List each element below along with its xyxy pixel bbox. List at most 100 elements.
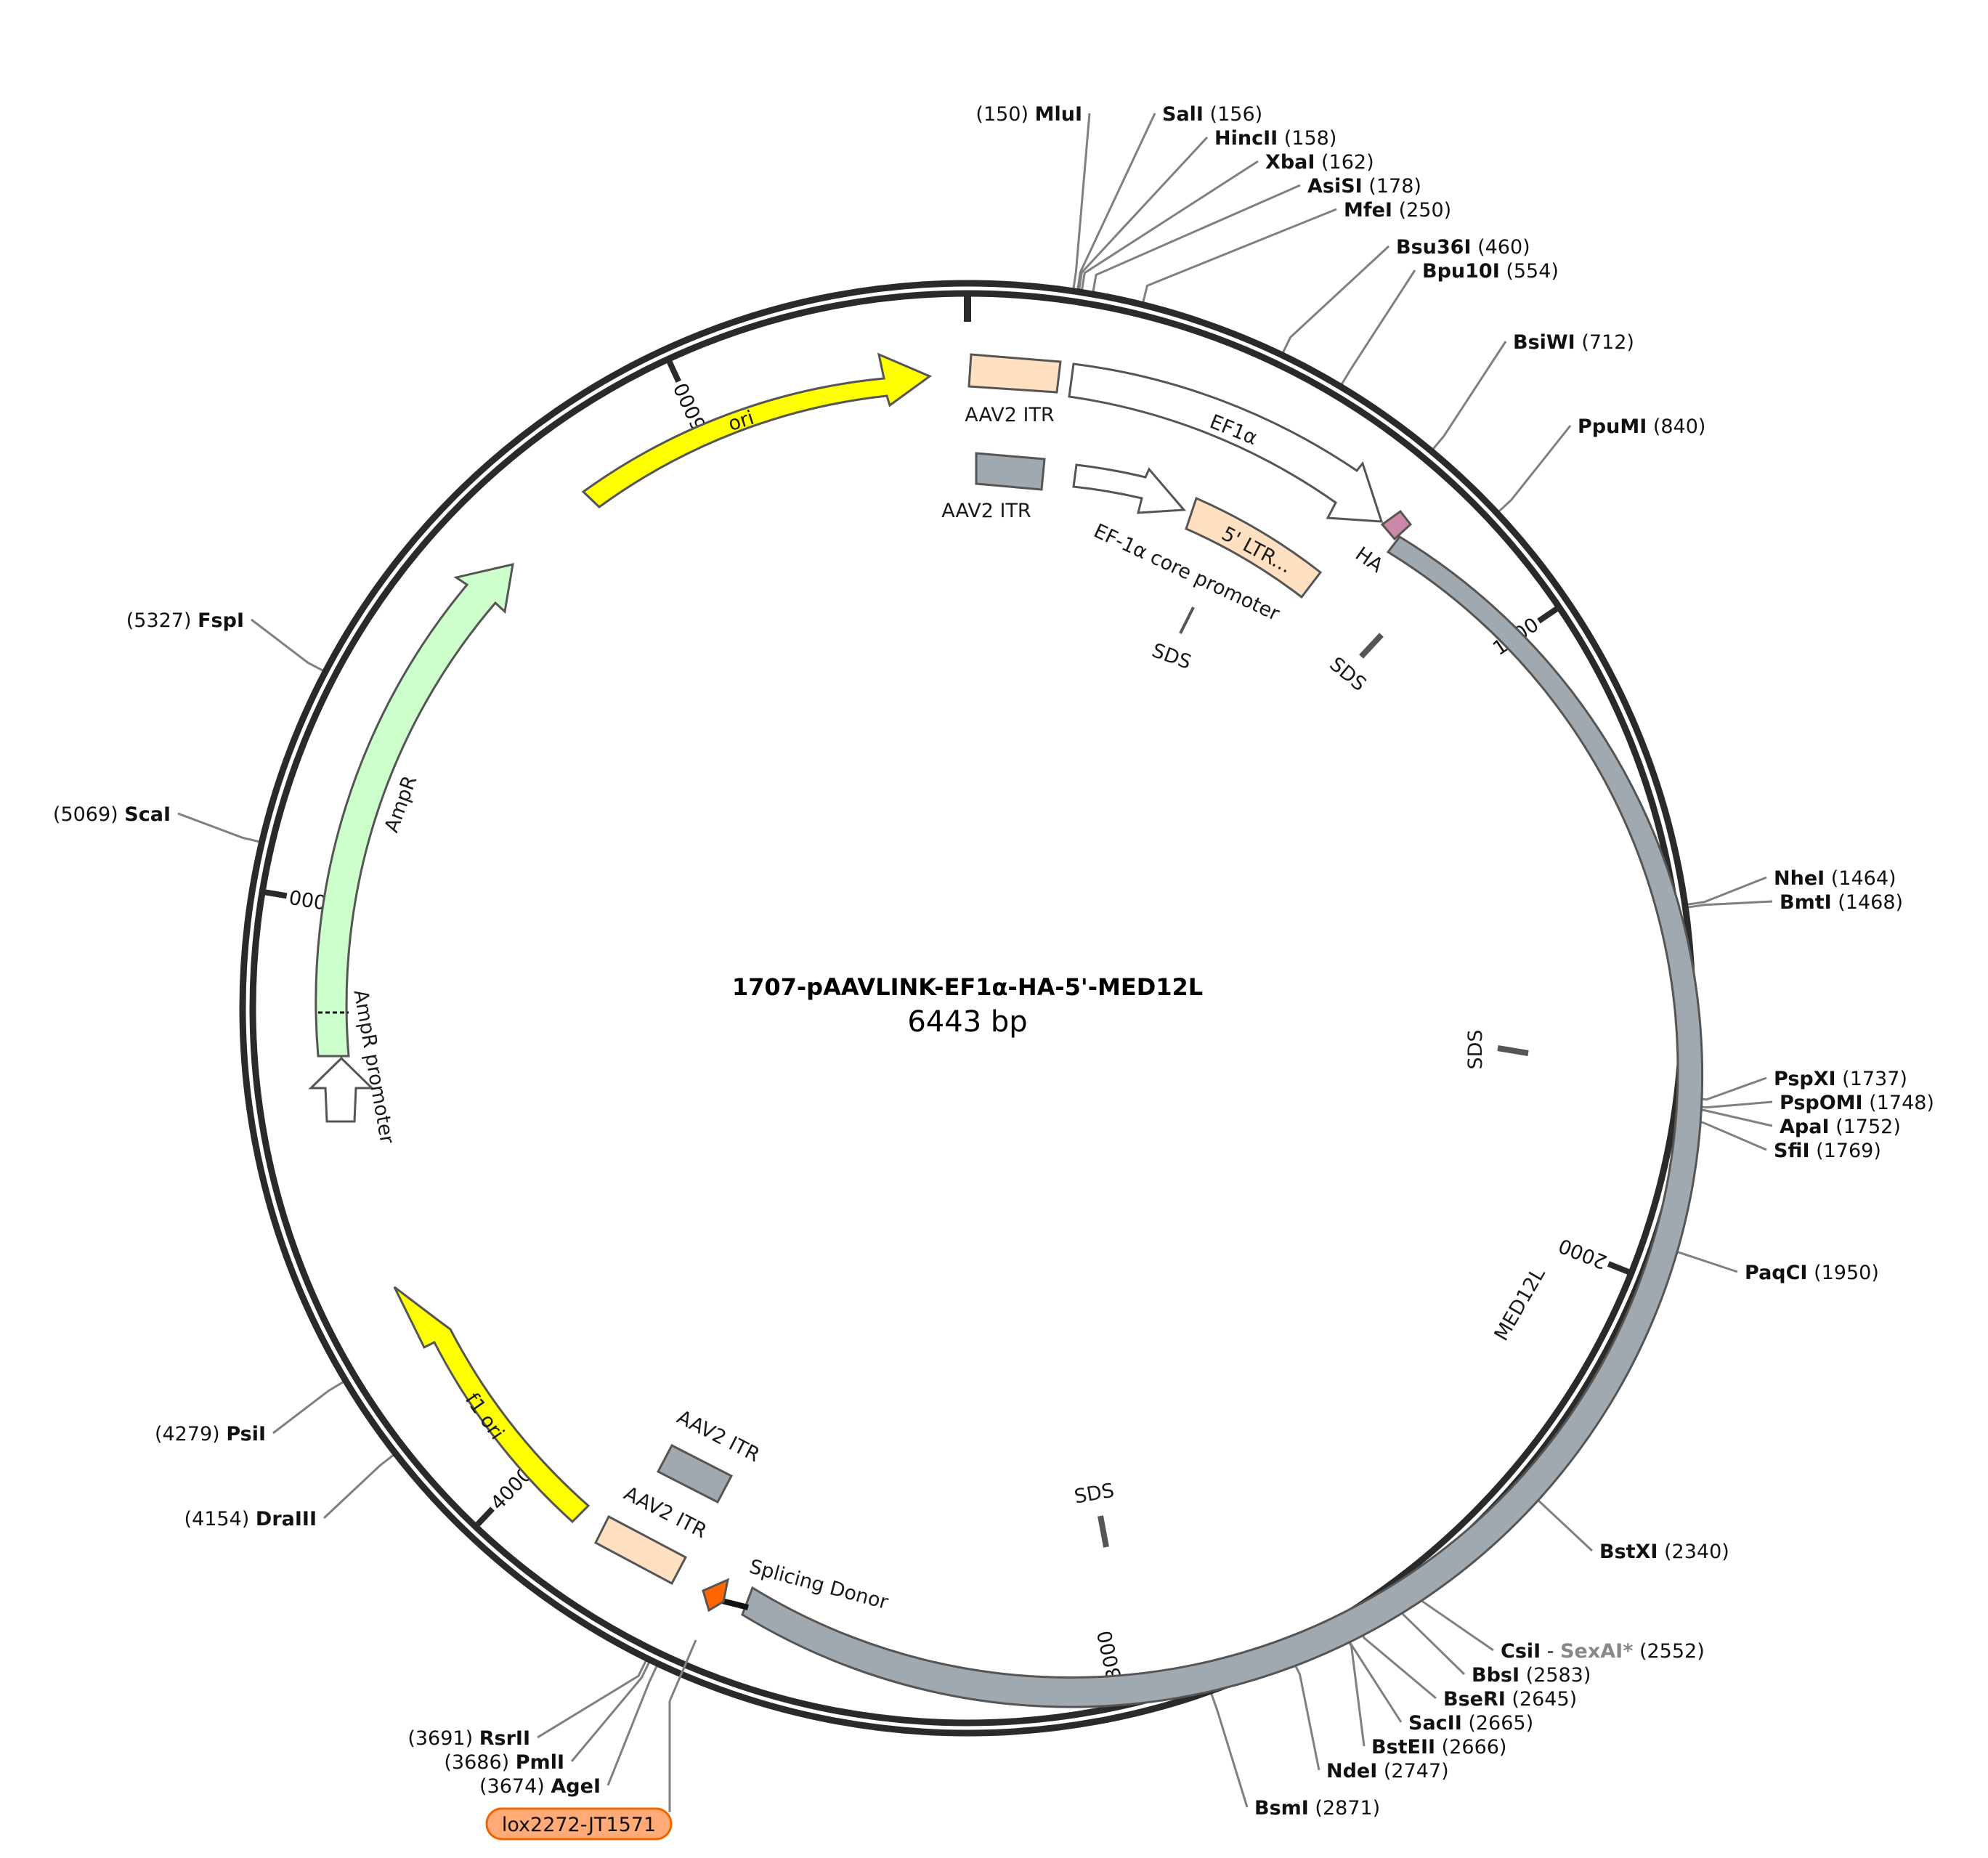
site-agei[interactable]: (3674) AgeI [479, 1661, 660, 1798]
site-position: (712) [1575, 331, 1634, 354]
features: ori AAV2 ITR EF1α AAV2 ITR EF-1α core pr… [308, 352, 1704, 1841]
site-label-xbai: XbaI (162) [1265, 151, 1374, 174]
site-name: PspXI [1774, 1068, 1836, 1090]
site-bmti[interactable]: BmtI (1468) [1683, 891, 1903, 914]
site-line-fspi [251, 618, 328, 674]
site-name: HincII [1214, 127, 1278, 150]
site-name: ScaI [124, 803, 171, 826]
sds-3-label: SDS [1464, 1029, 1487, 1069]
feature-ef1a[interactable]: EF1α [1068, 362, 1384, 523]
site-bsu36i[interactable]: Bsu36I (460) [1280, 236, 1530, 358]
feature-sds-2[interactable]: SDS [1325, 633, 1384, 696]
site-label-bsu36i: Bsu36I (460) [1396, 236, 1530, 259]
site-draiii[interactable]: (4154) DraIII [184, 1451, 398, 1530]
feature-aav2-itr-4[interactable]: AAV2 ITR [594, 1482, 710, 1586]
site-pspomi[interactable]: PspOMI (1748) [1683, 1092, 1934, 1114]
site-bsteii[interactable]: BstEII (2666) [1339, 1626, 1506, 1758]
feature-sds-3[interactable]: SDS [1464, 1029, 1529, 1070]
site-label-psii: (4279) PsiI [155, 1423, 266, 1445]
feature-med12l[interactable]: MED12L [741, 535, 1704, 1708]
site-position: (2552) [1633, 1640, 1704, 1663]
site-name: NheI [1774, 867, 1825, 890]
site-line-psii [272, 1378, 349, 1435]
site-pmli[interactable]: (3686) PmlI [444, 1657, 652, 1774]
med12l-label: MED12L [1490, 1264, 1550, 1344]
site-bsiwi[interactable]: BsiWI (712) [1429, 331, 1634, 454]
site-mlui[interactable]: (150) MluI [975, 103, 1091, 293]
site-label-bpu10i: Bpu10I (554) [1422, 260, 1559, 283]
site-fspi[interactable]: (5327) FspI [126, 609, 328, 674]
site-ppumi[interactable]: PpuMI (840) [1494, 415, 1706, 516]
site-position: (156) [1204, 103, 1262, 126]
site-ndei[interactable]: NdeI (2747) [1289, 1654, 1449, 1782]
feature-aav2-itr-2[interactable]: AAV2 ITR [941, 452, 1046, 522]
site-line-mlui [1071, 113, 1091, 293]
site-position: (1464) [1825, 867, 1896, 890]
site-name: AgeI [551, 1775, 601, 1798]
site-label-pspxi: PspXI (1737) [1774, 1068, 1907, 1090]
site-line-asisi [1091, 184, 1301, 297]
site-sali[interactable]: SalI (156) [1076, 103, 1262, 294]
site-label-scai: (5069) ScaI [53, 803, 171, 826]
ef1a-arrow [1068, 362, 1384, 523]
site-label-bsmi: BsmI (2871) [1254, 1797, 1380, 1820]
site-asisi[interactable]: AsiSI (178) [1091, 175, 1421, 297]
feature-sds-4[interactable]: SDS [1073, 1480, 1116, 1548]
site-name: NdeI [1326, 1760, 1377, 1782]
site-mfei[interactable]: MfeI (250) [1140, 199, 1451, 307]
sds-1-label: SDS [1149, 639, 1194, 674]
plasmid-title: 1707-pAAVLINK-EF1α-HA-5'-MED12L 6443 bp [732, 973, 1203, 1039]
site-rsrii[interactable]: (3691) RsrII [407, 1655, 649, 1750]
site-label-sali: SalI (156) [1162, 103, 1262, 126]
site-psii[interactable]: (4279) PsiI [155, 1378, 349, 1445]
site-position: (158) [1278, 127, 1336, 150]
site-position: (2583) [1520, 1664, 1591, 1687]
site-name: PpuMI [1578, 415, 1647, 438]
site-sfii[interactable]: SfiI (1769) [1681, 1118, 1881, 1162]
site-bpu10i[interactable]: Bpu10I (554) [1338, 260, 1559, 389]
site-name: Bsu36I [1396, 236, 1472, 259]
tick-label-2000: 2000 [1556, 1233, 1610, 1273]
site-position: (5327) [126, 609, 198, 632]
site-nhei[interactable]: NheI (1464) [1682, 867, 1896, 906]
site-bstxi[interactable]: BstXI (2340) [1514, 1479, 1729, 1563]
feature-aav2-itr-3[interactable]: AAV2 ITR [656, 1406, 763, 1504]
site-separator: - [1541, 1640, 1560, 1663]
site-name: SacII [1408, 1712, 1462, 1735]
sds-2-marker [1359, 633, 1384, 659]
lox-connector-2 [668, 1639, 697, 1702]
site-label-ndei: NdeI (2747) [1326, 1760, 1449, 1782]
site-name: CsiI [1501, 1640, 1541, 1663]
sds-4-marker [1098, 1515, 1109, 1548]
site-xbai[interactable]: XbaI (162) [1080, 151, 1374, 295]
site-bsmi[interactable]: BsmI (2871) [1209, 1688, 1381, 1820]
site-bbsi[interactable]: BbsI (2583) [1388, 1594, 1591, 1687]
site-label-hincii: HincII (158) [1214, 127, 1336, 150]
site-position: (4154) [184, 1508, 256, 1530]
site-csii[interactable]: CsiI - SexAI* (2552) [1405, 1581, 1705, 1663]
feature-ori[interactable]: ori [581, 352, 933, 508]
feature-aav2-itr-1[interactable]: AAV2 ITR [965, 353, 1062, 426]
site-line-pmli [570, 1657, 652, 1762]
site-label-pmli: (3686) PmlI [444, 1751, 564, 1774]
site-line-scai [177, 812, 264, 844]
site-name: PmlI [516, 1751, 564, 1774]
site-paqci[interactable]: PaqCI (1950) [1650, 1241, 1879, 1284]
site-name: RsrII [479, 1727, 530, 1750]
site-hincii[interactable]: HincII (158) [1077, 127, 1337, 295]
site-name: SfiI [1774, 1140, 1810, 1162]
site-line-ppumi [1494, 425, 1572, 516]
site-scai[interactable]: (5069) ScaI [53, 803, 264, 844]
tick-label-3000: 3000 [1093, 1628, 1126, 1682]
feature-splicing-donor[interactable]: Splicing Donor [702, 1555, 891, 1614]
site-position: (1737) [1836, 1068, 1907, 1090]
site-position: (2666) [1435, 1736, 1506, 1758]
feature-sds-1[interactable]: SDS [1149, 607, 1195, 674]
feature-lox2272[interactable]: lox2272-JT1571 [485, 1639, 697, 1841]
tick-mark-1000 [1537, 606, 1559, 624]
site-name: BbsI [1472, 1664, 1520, 1687]
site-line-bpu10i [1338, 269, 1416, 389]
ltr-box [1185, 496, 1323, 599]
site-line-mfei [1140, 208, 1337, 307]
sds-1-marker [1179, 607, 1195, 634]
